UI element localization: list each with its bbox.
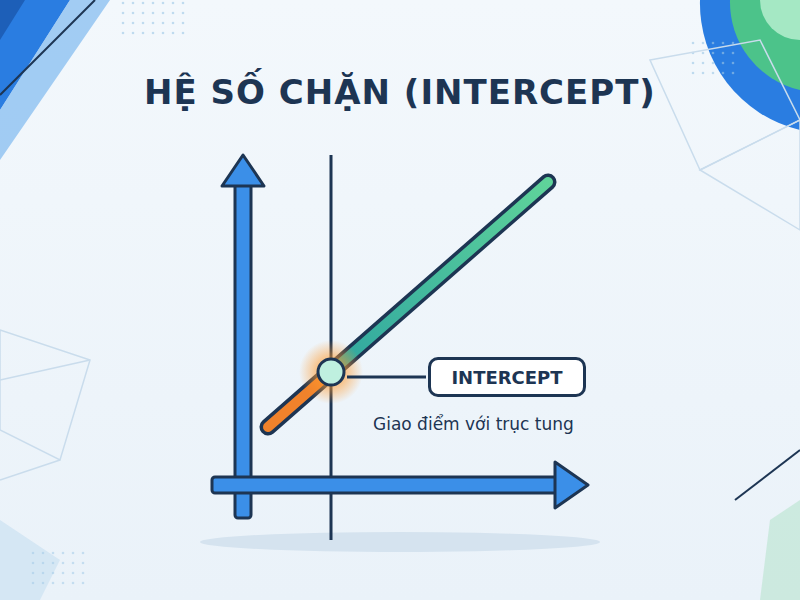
callout-box: INTERCEPT [428, 357, 586, 397]
leader-line [347, 376, 426, 379]
title: HỆ SỐ CHẶN (INTERCEPT) [0, 72, 800, 112]
glow [299, 340, 363, 404]
intercept-point [318, 359, 344, 385]
callout-text: INTERCEPT [451, 367, 562, 388]
annotation: Giao điểm với trục tung [373, 414, 574, 434]
axes [212, 155, 588, 518]
